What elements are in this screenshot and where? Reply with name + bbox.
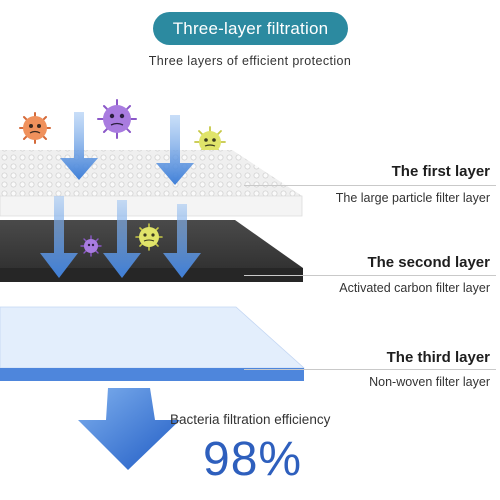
third-layer-divider — [244, 369, 496, 370]
yellow-germ-icon — [194, 126, 226, 158]
down-arrow-icon — [60, 112, 194, 185]
first-layer-title: The first layer — [391, 163, 490, 180]
small-purple-germ-icon — [80, 235, 102, 257]
third-layer-description: Non-woven filter layer — [369, 375, 490, 389]
first-layer-divider — [244, 185, 496, 186]
page-subtitle: Three layers of efficient protection — [148, 54, 352, 68]
efficiency-arrow-icon — [78, 388, 180, 470]
third-layer-shape — [0, 306, 306, 381]
page-title: Three-layer filtration — [153, 12, 348, 45]
efficiency-value: 98% — [203, 433, 303, 486]
efficiency-label: Bacteria filtration efficiency — [170, 412, 331, 427]
down-arrow-icon — [40, 196, 201, 278]
third-layer-title: The third layer — [386, 349, 490, 366]
orange-germ-icon — [19, 112, 51, 144]
purple-germ-icon — [97, 99, 137, 139]
first-layer-shape — [0, 150, 303, 217]
small-yellow-germ-icon — [135, 223, 163, 251]
second-layer-divider — [244, 275, 496, 276]
second-layer-shape — [0, 220, 303, 282]
second-layer-title: The second layer — [367, 254, 490, 271]
second-layer-description: Activated carbon filter layer — [339, 281, 490, 295]
first-layer-description: The large particle filter layer — [335, 191, 490, 205]
